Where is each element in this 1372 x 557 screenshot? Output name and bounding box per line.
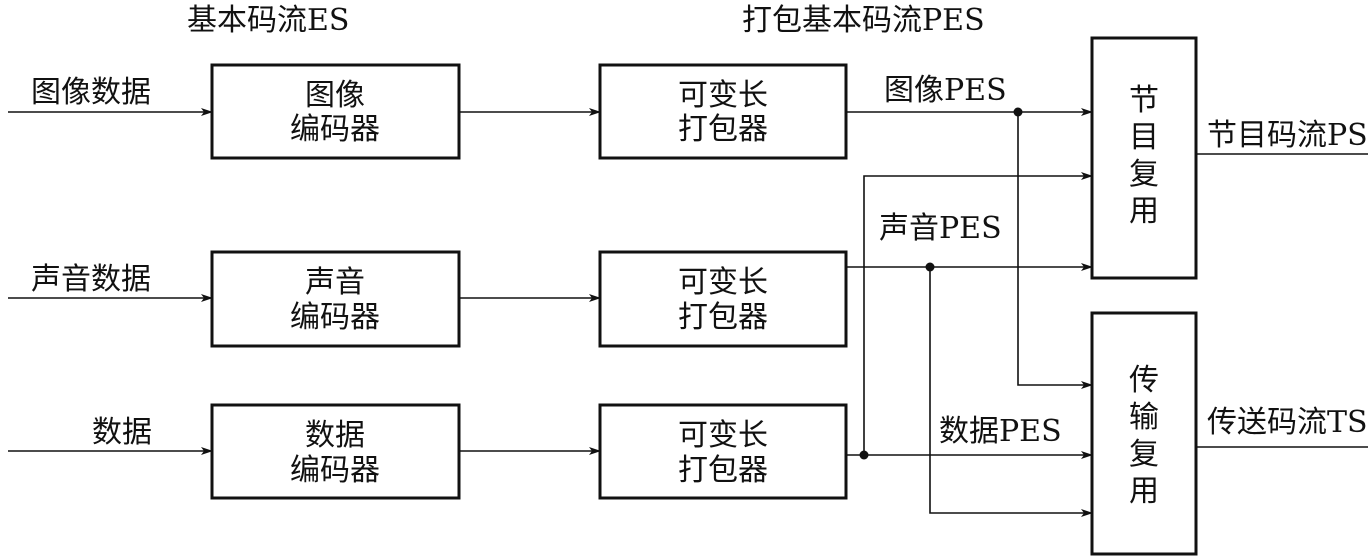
- encoder-box-audio: 声音 编码器: [210, 250, 461, 348]
- encoder-data-line2: 编码器: [290, 453, 380, 488]
- packetizer-data-line2: 打包器: [678, 453, 768, 488]
- program-mux-box: 节 目 复 用: [1090, 36, 1198, 280]
- junction-audio: [925, 262, 935, 272]
- input-label-audio: 声音数据: [31, 262, 151, 297]
- packetizer-box-image: 可变长 打包器: [598, 63, 848, 160]
- junction-image: [1013, 107, 1023, 117]
- transport-mux-box: 传 输 复 用: [1090, 311, 1198, 556]
- junction-data: [859, 450, 869, 460]
- packetizer-data-line1: 可变长: [678, 418, 768, 453]
- pes-wire-audio-to-transport: [929, 267, 1093, 517]
- program-mux-char1: 节: [1129, 83, 1159, 118]
- pes-wire-data-to-program: [863, 172, 1093, 455]
- packetizer-box-data: 可变长 打包器: [598, 403, 848, 500]
- input-label-data: 数据: [92, 415, 152, 450]
- encoder-data-line1: 数据: [305, 418, 365, 453]
- program-mux-char3: 复: [1129, 157, 1159, 192]
- pes-header: 打包基本码流PES: [742, 3, 985, 38]
- pes-label-data: 数据PES: [939, 414, 1062, 449]
- packetizer-audio-line2: 打包器: [678, 300, 768, 335]
- output-label-program: 节目码流PS: [1207, 118, 1368, 153]
- output-label-transport: 传送码流TS: [1207, 405, 1368, 440]
- program-mux-char4: 用: [1129, 194, 1159, 229]
- encoder-box-image: 图像 编码器: [210, 63, 461, 160]
- pes-label-image: 图像PES: [884, 73, 1007, 108]
- es-header: 基本码流ES: [187, 3, 349, 38]
- pes-wire-image-to-transport: [1017, 112, 1093, 389]
- program-mux-char2: 目: [1129, 120, 1159, 155]
- encoder-image-line1: 图像: [305, 78, 365, 113]
- transport-mux-char1: 传: [1129, 363, 1159, 398]
- transport-mux-char4: 用: [1129, 474, 1159, 509]
- transport-mux-char3: 复: [1129, 437, 1159, 472]
- packetizer-image-line1: 可变长: [678, 78, 768, 113]
- encoder-box-data: 数据 编码器: [210, 403, 461, 500]
- encoder-audio-line1: 声音: [305, 265, 365, 300]
- encoder-image-line2: 编码器: [290, 112, 380, 147]
- packetizer-image-line2: 打包器: [678, 112, 768, 147]
- encoder-audio-line2: 编码器: [290, 300, 380, 335]
- packetizer-audio-line1: 可变长: [678, 265, 768, 300]
- transport-mux-char2: 输: [1129, 400, 1159, 435]
- input-label-image: 图像数据: [31, 75, 151, 110]
- pes-label-audio: 声音PES: [879, 211, 1002, 246]
- packetizer-box-audio: 可变长 打包器: [598, 250, 848, 348]
